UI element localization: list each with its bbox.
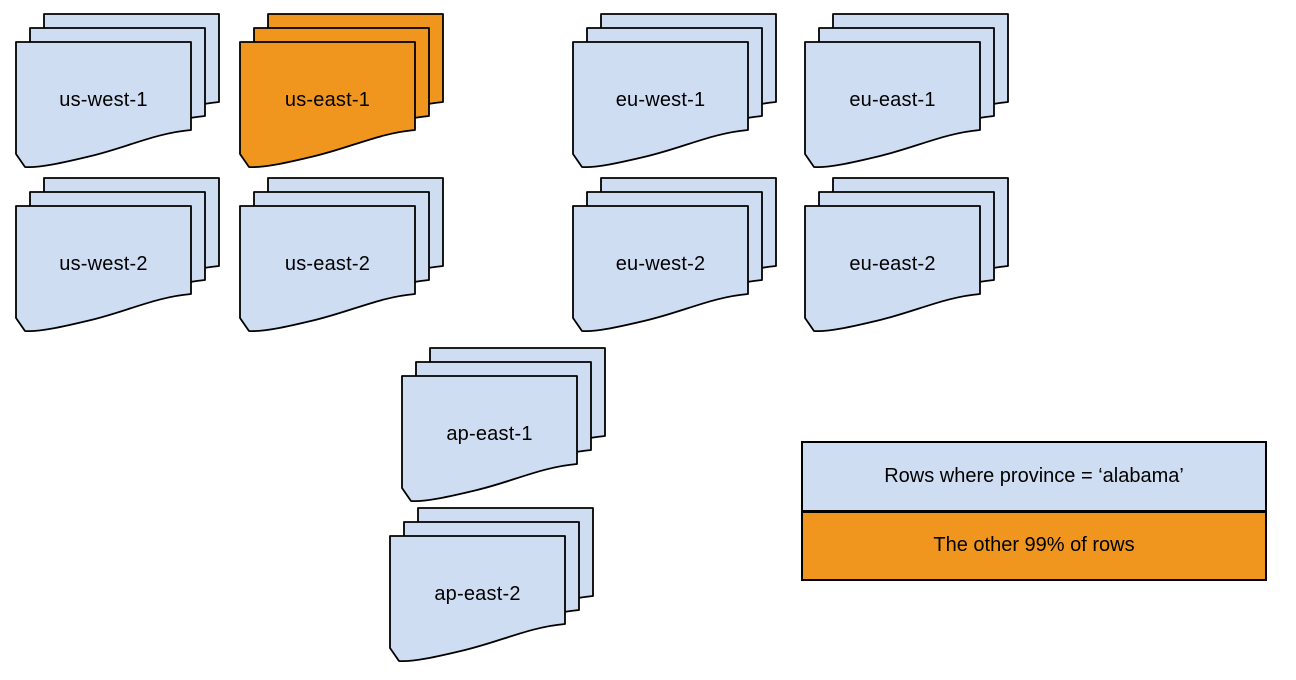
region-stack-ap-east-2: ap-east-2 <box>389 507 594 666</box>
document-page-front-icon <box>804 205 981 333</box>
region-label: ap-east-1 <box>446 422 533 445</box>
document-page-front-icon <box>15 41 192 169</box>
region-label: eu-west-1 <box>615 88 706 111</box>
region-label: eu-east-2 <box>849 252 936 275</box>
region-stack-eu-east-1: eu-east-1 <box>804 13 1009 172</box>
region-stack-us-west-2: us-west-2 <box>15 177 220 336</box>
document-page-front-icon <box>572 41 749 169</box>
region-stack-eu-west-1: eu-west-1 <box>572 13 777 172</box>
document-page-front-icon <box>239 41 416 169</box>
region-label: us-east-1 <box>284 88 371 111</box>
legend-item-other-rows: The other 99% of rows <box>803 509 1265 579</box>
region-stack-us-east-1: us-east-1 <box>239 13 444 172</box>
region-stack-eu-east-2: eu-east-2 <box>804 177 1009 336</box>
document-page-front-icon <box>572 205 749 333</box>
region-stack-ap-east-1: ap-east-1 <box>401 347 606 506</box>
document-page-front-icon <box>804 41 981 169</box>
document-page-front-icon <box>401 375 578 503</box>
region-label: eu-east-1 <box>849 88 936 111</box>
legend: Rows where province = ‘alabama’ The othe… <box>801 441 1267 581</box>
region-label: eu-west-2 <box>615 252 706 275</box>
region-label: ap-east-2 <box>434 582 521 605</box>
region-stack-eu-west-2: eu-west-2 <box>572 177 777 336</box>
document-page-front-icon <box>389 535 566 663</box>
document-page-front-icon <box>239 205 416 333</box>
region-label: us-west-2 <box>59 252 148 275</box>
region-label: us-west-1 <box>59 88 148 111</box>
region-stack-us-east-2: us-east-2 <box>239 177 444 336</box>
legend-item-alabama-rows: Rows where province = ‘alabama’ <box>803 443 1265 510</box>
region-stack-us-west-1: us-west-1 <box>15 13 220 172</box>
document-page-front-icon <box>15 205 192 333</box>
region-label: us-east-2 <box>284 252 371 275</box>
